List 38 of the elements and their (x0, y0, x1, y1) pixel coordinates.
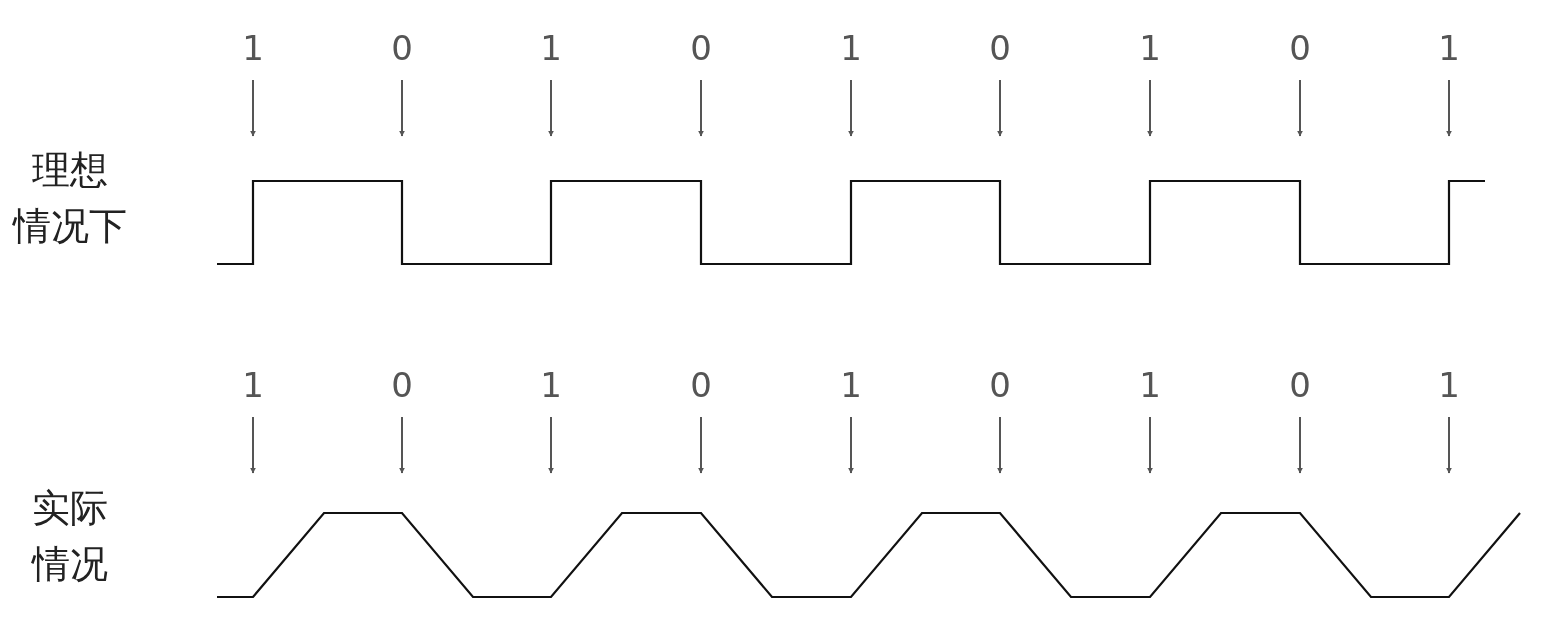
arrow (1297, 79, 1303, 137)
arrow (1297, 416, 1303, 474)
arrow (848, 416, 854, 474)
bit-label: 1 (233, 28, 273, 68)
arrow (399, 79, 405, 137)
bit-label: 0 (382, 365, 422, 405)
arrow (997, 79, 1003, 137)
bit-label: 1 (831, 28, 871, 68)
arrow (548, 416, 554, 474)
bit-label: 0 (382, 28, 422, 68)
bit-label: 1 (233, 365, 273, 405)
arrow (698, 79, 704, 137)
arrow (250, 79, 256, 137)
bit-label: 0 (980, 365, 1020, 405)
arrow (548, 79, 554, 137)
row-label: 理想情况下 (11, 147, 128, 250)
arrow (1147, 416, 1153, 474)
bit-label: 0 (980, 28, 1020, 68)
bit-label: 1 (531, 28, 571, 68)
arrow (997, 416, 1003, 474)
arrow (848, 79, 854, 137)
bit-label: 0 (1280, 365, 1320, 405)
bit-label: 1 (1130, 28, 1170, 68)
bit-label: 1 (1429, 365, 1469, 405)
arrow (399, 416, 405, 474)
row-label: 实际情况 (30, 485, 109, 588)
bit-label: 1 (1429, 28, 1469, 68)
arrow (1147, 79, 1153, 137)
bit-label: 0 (681, 365, 721, 405)
bit-label: 1 (531, 365, 571, 405)
arrow (1446, 416, 1452, 474)
bit-label: 0 (681, 28, 721, 68)
bit-label: 1 (831, 365, 871, 405)
bit-label: 0 (1280, 28, 1320, 68)
arrow (1446, 79, 1452, 137)
bit-label: 1 (1130, 365, 1170, 405)
arrow (698, 416, 704, 474)
arrow (250, 416, 256, 474)
